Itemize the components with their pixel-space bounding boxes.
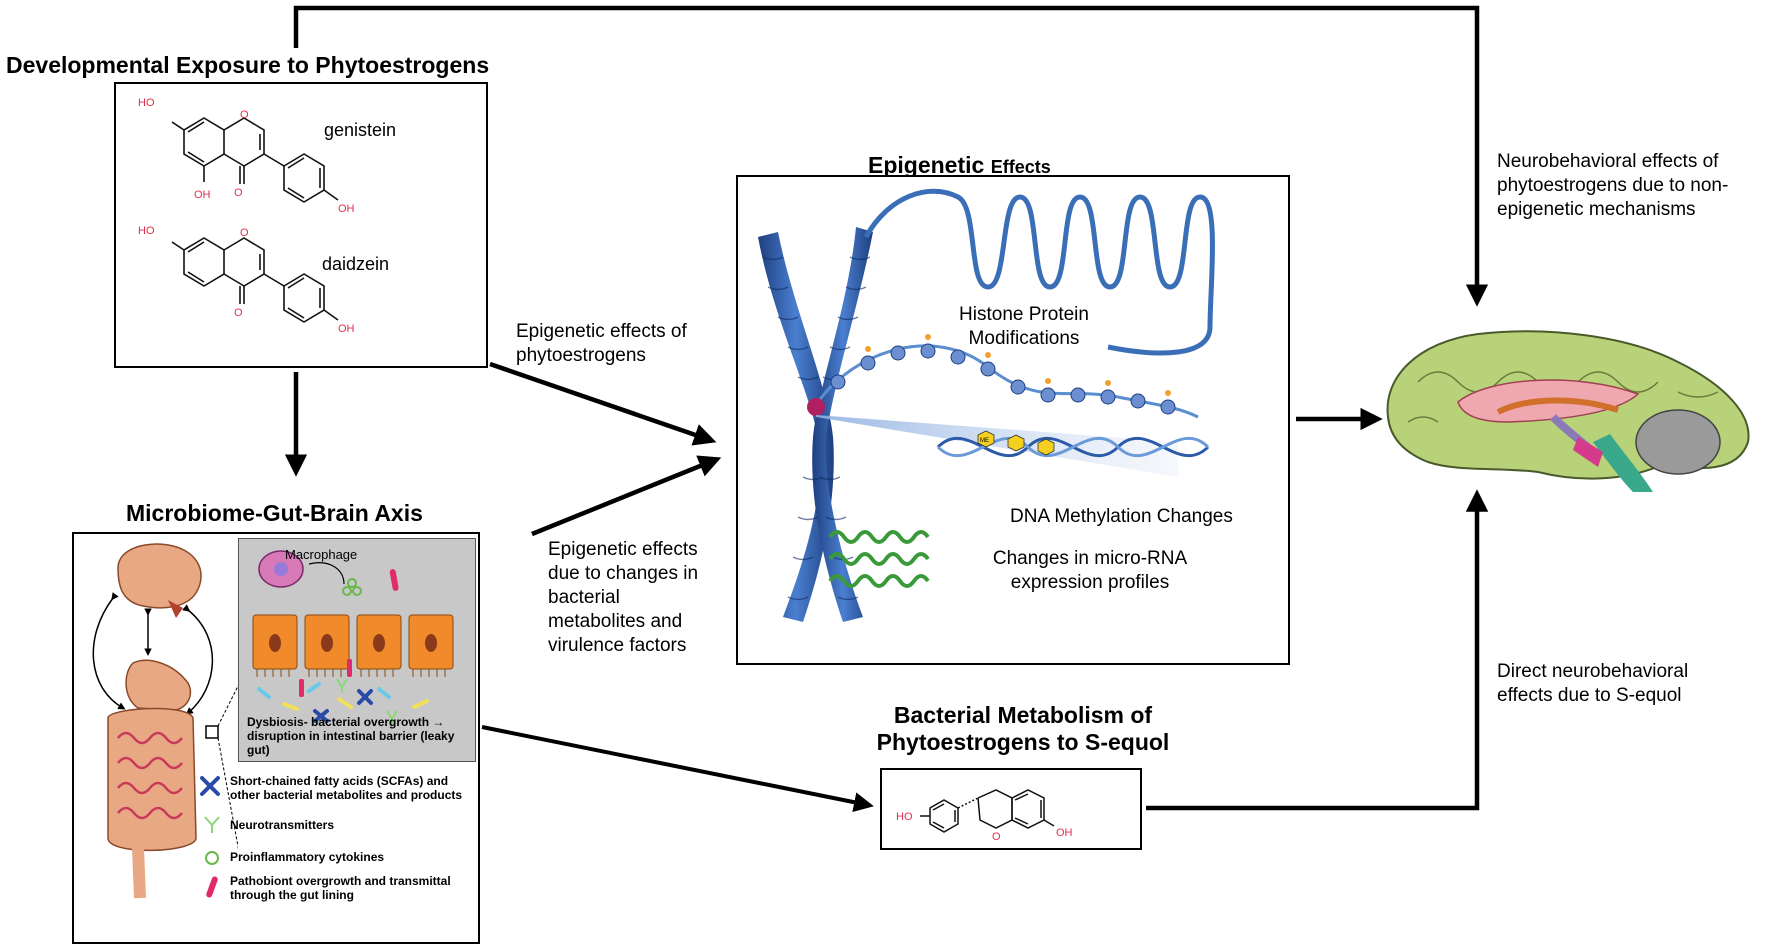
daidzein-atom-ho: HO [138,225,155,237]
bacterial-heading-line2: Phytoestrogens to S-equol [876,729,1170,755]
genistein-atom-ho: HO [138,97,155,109]
methyl-tag-label: ME [980,438,989,444]
edge-label-non-epigenetic: Neurobehavioral effects of phytoestrogen… [1497,151,1729,220]
legend-pathobiont-text: Pathobiont overgrowth and transmittal th… [230,874,451,902]
microbiome-heading: Microbiome-Gut-Brain Axis [126,500,423,526]
microbiome-box: Macrophage Dysbiosis- bacterial overgrow… [72,532,480,944]
sequol-structure-box: HO O OH [880,768,1142,850]
daidzein-label: daidzein [322,254,389,274]
gut-lining-panel: Macrophage Dysbiosis- bacterial overgrow… [238,538,476,762]
macrophage-label: Macrophage [285,547,358,562]
gut-brain-illustration [92,543,238,899]
dna-methylation-label: DNA Methylation Changes [1010,506,1233,527]
genistein-atom-carbonyl-o: O [234,187,243,199]
edge-label-direct-sequol: Direct neurobehavioral effects due to S-… [1497,661,1689,706]
epigenetic-box: ME Histone Protein Modifications DNA Met… [736,175,1290,665]
daidzein-atom-carbonyl-o: O [234,307,243,319]
sequol-atom-o: O [992,831,1001,843]
phytoestrogen-structures-box: HO OH O O OH genistein HO O O OH daidzei… [114,82,488,368]
bacterial-heading-line1: Bacterial Metabolism of [893,702,1153,728]
sequol-structure: HO O OH [896,789,1073,843]
arrow-dev-to-epigenetic [489,361,717,446]
neurotransmitter-icon [202,814,222,834]
mirna-icon [828,530,930,588]
developmental-heading: Developmental Exposure to Phytoestrogens [6,52,490,78]
phytoestrogen-structures: HO OH O O OH genistein HO O O OH daidzei… [138,97,396,335]
bacterial-heading: Bacterial Metabolism of Phytoestrogens t… [858,702,1188,756]
genistein-atom-ring-o: O [240,109,249,121]
genistein-atom-oh-5: OH [194,189,211,201]
nucleosome-highlight [807,398,825,416]
arrow-non-epigenetic [293,5,1489,307]
daidzein-atom-ring-o: O [240,227,249,239]
pathobiont-icon [202,874,222,904]
arrow-microbiome-to-sequol [481,725,874,813]
epigenetic-heading-small: Effects [990,157,1051,177]
scfa-icon [198,774,222,798]
intestine-icon [107,707,197,852]
epigenetic-illustration: ME [758,188,1215,622]
mirna-label: Changes in micro-RNA expression profiles [992,548,1188,593]
brain-small-icon [117,543,202,609]
methyl-tag-icon: ME [977,430,1055,456]
legend-scfa-text: Short-chained fatty acids (SCFAs) and ot… [230,774,463,802]
epigenetic-heading: Epigenetic Effects [868,152,1051,179]
edge-label-epigenetic-phytoestrogens: Epigenetic effects of phytoestrogens [516,321,687,366]
genistein-atom-oh-4: OH [338,203,355,215]
dysbiosis-label: Dysbiosis- bacterial overgrowth → disrup… [247,715,455,757]
cytokine-icon [202,848,222,868]
sequol-atom-oh: OH [1056,827,1073,839]
cytokine-cluster-icon [342,578,362,596]
arrow-sequol-to-brain [1146,489,1489,811]
sequol-atom-ho: HO [896,811,913,823]
legend-neurotransmitter-text: Neurotransmitters [230,818,335,832]
gut-lining-illustration [252,550,454,725]
edge-label-epigenetic-bacterial: Epigenetic effects due to changes in bac… [548,539,699,656]
histone-modifications-label: Histone Protein Modifications [959,304,1089,349]
genistein-label: genistein [324,120,396,140]
brain-icon [1386,330,1750,492]
arrow-microbiome-to-epigenetic [531,455,722,537]
legend-cytokine-text: Proinflammatory cytokines [230,850,385,864]
epigenetic-heading-main: Epigenetic [868,152,985,178]
stomach-icon [125,659,192,712]
daidzein-atom-oh: OH [338,323,355,335]
